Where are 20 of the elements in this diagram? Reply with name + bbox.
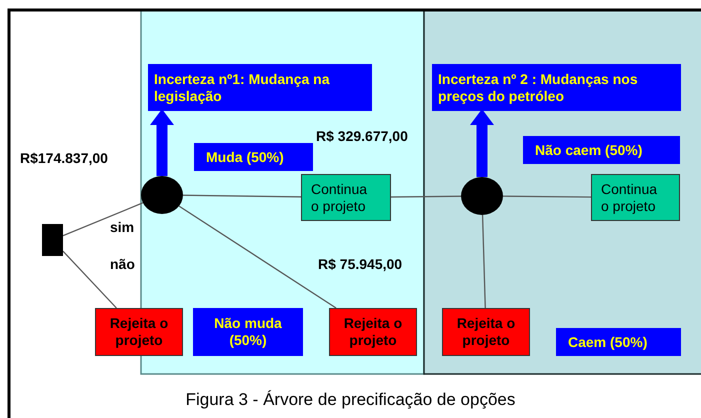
probability-box: Não caem (50%) [523, 136, 680, 164]
value-label: R$174.837,00 [20, 150, 108, 166]
outcome-box: Rejeita o projeto [95, 308, 183, 356]
heading-box: Incerteza nº 2 : Mudanças nos preços do petróleo [432, 64, 681, 111]
caption: Figura 3 - Árvore de precificação de opções [184, 390, 516, 410]
outcome-box: Rejeita o projeto [442, 308, 530, 356]
value-label: R$ 75.945,00 [318, 256, 402, 272]
outcome-box: Continua o projeto [301, 174, 391, 221]
probability-box: Não muda (50%) [193, 308, 303, 356]
chance-node [461, 177, 503, 215]
edge-label: sim [110, 219, 134, 235]
probability-box: Caem (50%) [556, 328, 681, 356]
value-label: R$ 329.677,00 [316, 128, 408, 144]
chance-node [141, 176, 183, 214]
edge-label: não [110, 256, 135, 272]
decision-node [42, 224, 63, 256]
outcome-box: Rejeita o projeto [329, 308, 417, 356]
outcome-box: Continua o projeto [591, 174, 680, 221]
probability-box: Muda (50%) [194, 143, 313, 171]
heading-box: Incerteza nº1: Mudança na legislação [148, 64, 372, 111]
